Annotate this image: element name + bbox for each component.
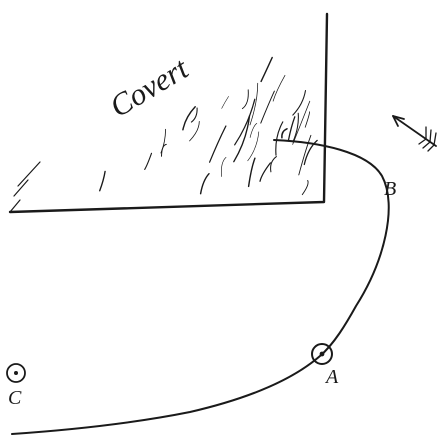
hatch-stroke [292, 112, 299, 143]
hatch-stroke [260, 90, 275, 124]
hatch-stroke [220, 157, 227, 177]
hatch-stroke [275, 121, 284, 156]
hatch-stroke [221, 96, 229, 109]
hatch-stroke [189, 120, 200, 142]
hatch-stroke [144, 152, 153, 170]
covert-hatching [99, 56, 318, 196]
hatch-stroke [249, 82, 259, 126]
hatch-stroke [160, 143, 167, 157]
hatch-stroke [233, 115, 251, 163]
hatch-stroke [287, 116, 296, 142]
hatch-stroke [260, 56, 273, 83]
hatch-stroke [160, 128, 167, 154]
hatch-stroke [298, 134, 312, 176]
route-line [11, 139, 390, 435]
point-b-label: B [384, 178, 396, 200]
arrow-icon [392, 115, 437, 152]
hatch-stroke [247, 157, 256, 188]
hatch-stroke [304, 111, 311, 128]
covert-area [8, 12, 329, 214]
hatch-stroke [182, 106, 196, 131]
hatch-stroke [247, 131, 260, 162]
covert-label: Covert [104, 50, 196, 124]
hatch-stroke [99, 170, 106, 192]
point-c-marker [6, 363, 26, 383]
hatch-stroke [241, 89, 249, 110]
hatch-stroke [301, 180, 309, 196]
hatch-stroke [199, 172, 210, 195]
point-a-label: A [324, 366, 339, 388]
point-a-marker [311, 343, 333, 365]
point-c-label: C [8, 387, 22, 409]
hatch-stroke [259, 162, 272, 182]
hatch-stroke [292, 89, 307, 116]
hatch-stroke [249, 122, 258, 138]
hatch-stroke [303, 139, 318, 166]
hatch-stroke [190, 107, 198, 123]
hatch-stroke [292, 100, 311, 145]
hatch-stroke [281, 128, 288, 139]
hatch-stroke [234, 98, 256, 146]
hatch-stroke [272, 74, 286, 102]
hatch-stroke [270, 156, 277, 173]
hatch-stroke [208, 125, 227, 163]
